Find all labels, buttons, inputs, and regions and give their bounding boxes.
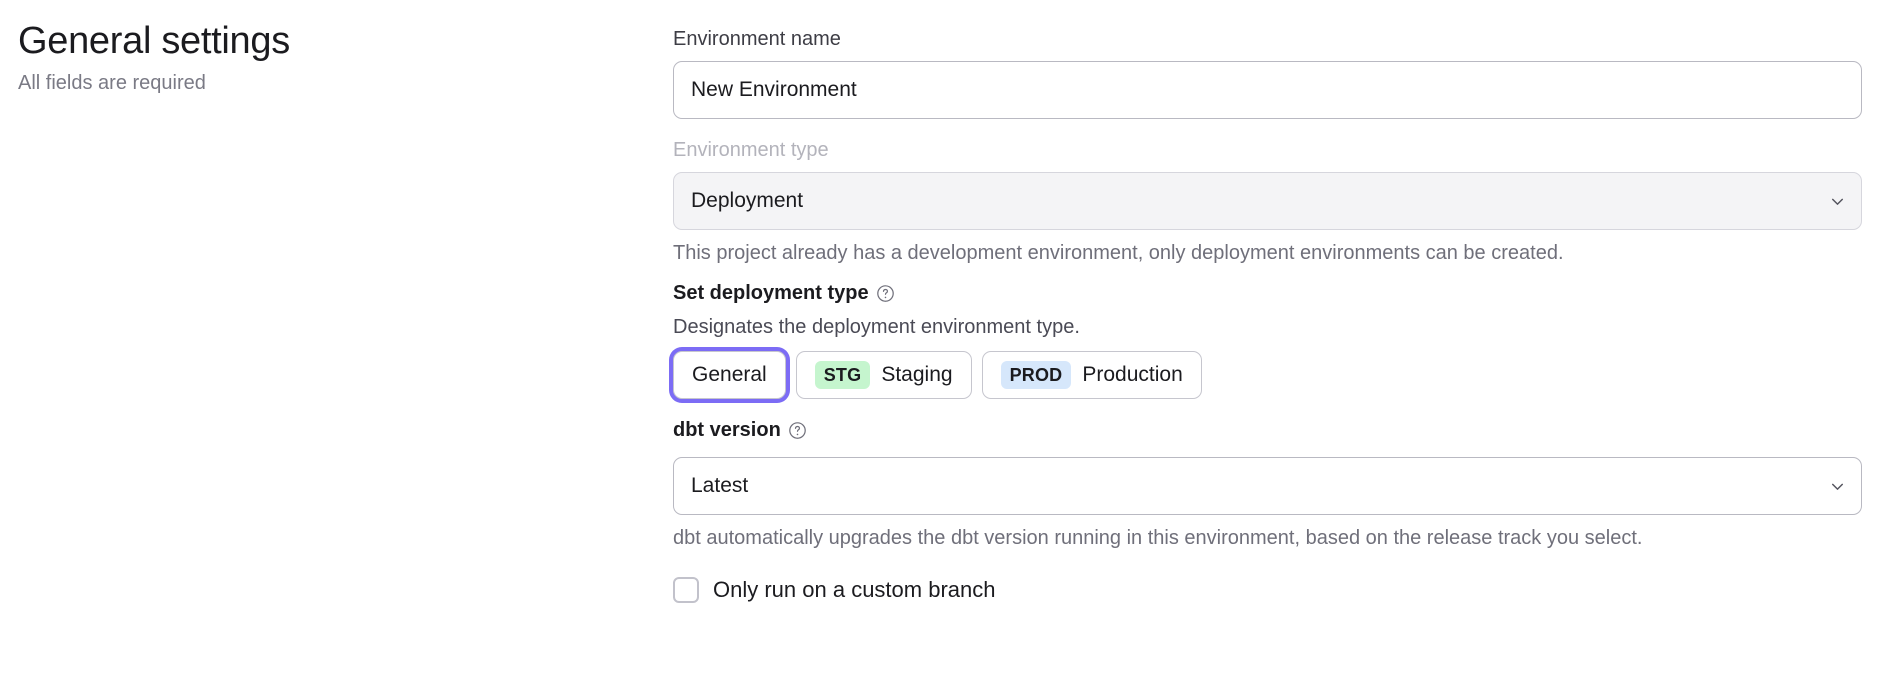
dbt-version-label: dbt version [673, 419, 781, 441]
deployment-type-option-general-label: General [692, 363, 767, 386]
deployment-type-description: Designates the deployment environment ty… [673, 316, 1080, 338]
deployment-type-label-row: Set deployment type [673, 280, 1862, 306]
dbt-version-value: Latest [691, 474, 749, 497]
deployment-type-field-group: Set deployment type Designates the deplo… [673, 280, 1862, 399]
environment-name-input[interactable] [673, 61, 1862, 119]
custom-branch-row: Only run on a custom branch [673, 577, 1862, 603]
environment-name-field-group: Environment name [673, 26, 1862, 119]
environment-type-value: Deployment [691, 189, 804, 212]
settings-header: General settings All fields are required [18, 18, 618, 96]
question-circle-icon[interactable] [788, 421, 807, 440]
environment-type-select-wrap: Deployment [673, 172, 1862, 230]
deployment-type-option-staging[interactable]: STG Staging [795, 351, 972, 399]
dbt-version-select[interactable]: Latest [673, 457, 1862, 515]
page-subtitle: All fields are required [18, 72, 206, 94]
environment-name-label: Environment name [673, 28, 841, 50]
dbt-version-helper-text: dbt automatically upgrades the dbt versi… [673, 527, 1643, 549]
environment-type-helper-text: This project already has a development e… [673, 242, 1564, 264]
deployment-type-option-production[interactable]: PROD Production [981, 351, 1202, 399]
custom-branch-label: Only run on a custom branch [713, 577, 996, 602]
deployment-type-options: General STG Staging PROD Production [673, 351, 1862, 399]
staging-badge: STG [814, 361, 871, 389]
settings-form: Environment name Environment type Deploy… [673, 26, 1862, 603]
dbt-version-field-group: dbt version Latest [673, 417, 1862, 551]
page-title: General settings [18, 20, 290, 62]
environment-type-field-group: Environment type Deployment This project… [673, 137, 1862, 266]
environment-type-label: Environment type [673, 139, 829, 161]
custom-branch-checkbox[interactable] [673, 577, 699, 603]
production-badge: PROD [1000, 361, 1072, 389]
environment-type-select[interactable]: Deployment [673, 172, 1862, 230]
deployment-type-label: Set deployment type [673, 282, 869, 304]
deployment-type-option-staging-label: Staging [881, 363, 953, 386]
dbt-version-select-wrap: Latest [673, 457, 1862, 515]
question-circle-icon[interactable] [876, 284, 895, 303]
dbt-version-label-row: dbt version [673, 417, 1862, 443]
deployment-type-option-production-label: Production [1082, 363, 1183, 386]
deployment-type-option-general[interactable]: General [673, 351, 786, 399]
